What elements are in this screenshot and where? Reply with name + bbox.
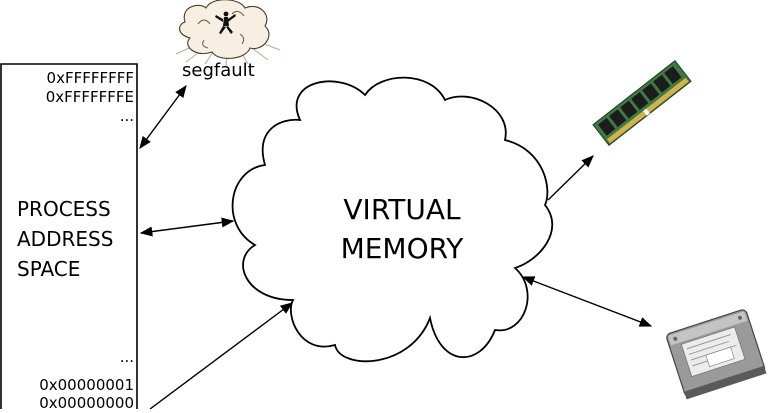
process-label-line-1: PROCESS <box>17 197 111 221</box>
explosion-icon <box>175 0 281 67</box>
address-bottom-2: 0x00000000 <box>39 394 134 412</box>
process-label-line-3: SPACE <box>17 257 81 281</box>
address-top-1: 0xFFFFFFFF <box>46 69 134 87</box>
address-bottom-1: 0x00000001 <box>39 376 134 394</box>
process-label-line-2: ADDRESS <box>17 227 114 251</box>
virtual-memory-cloud <box>231 76 553 363</box>
arrow-vm-to-ram <box>547 155 594 201</box>
address-top-ellipsis: ... <box>119 107 134 125</box>
process-address-space-box <box>0 63 138 409</box>
address-top-2: 0xFFFFFFFE <box>45 88 134 106</box>
virtual-memory-label-line-2: MEMORY <box>340 232 464 265</box>
arrow-bottom-to-vm <box>149 302 294 410</box>
virtual-memory-label-line-1: VIRTUAL <box>343 193 461 226</box>
arrow-process-to-vm <box>139 217 235 237</box>
address-bottom-ellipsis: ... <box>119 348 134 366</box>
hard-disk-icon <box>666 309 767 400</box>
ram-module-icon <box>592 60 692 146</box>
segfault-label: segfault <box>182 60 255 81</box>
arrow-segfault <box>139 84 187 150</box>
arrow-vm-disk <box>521 276 653 327</box>
